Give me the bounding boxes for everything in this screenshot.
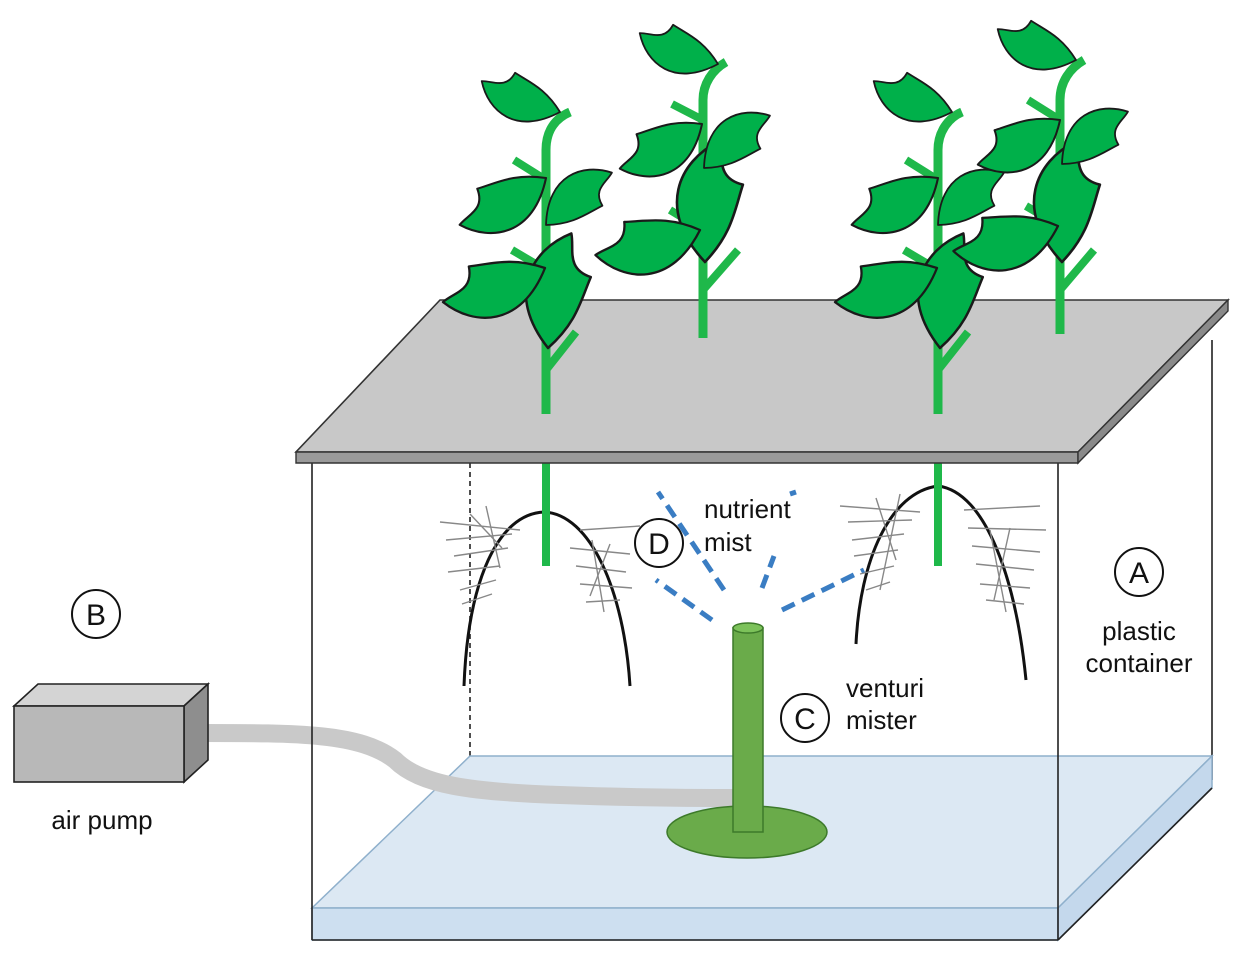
plant-4 xyxy=(951,6,1130,334)
plant-2 xyxy=(593,10,773,338)
label-a: A plastic container xyxy=(1086,547,1193,678)
label-d-circle xyxy=(634,518,684,568)
label-d: D nutrient mist xyxy=(634,494,791,568)
plant-3 xyxy=(833,58,1009,414)
label-b-circle xyxy=(71,589,121,639)
roots-left xyxy=(439,505,641,687)
label-b-text: air pump xyxy=(51,805,152,835)
label-d-letter: D xyxy=(648,528,670,561)
stems-below-lid xyxy=(542,462,942,566)
label-a-line2: container xyxy=(1086,648,1193,678)
label-b-letter: B xyxy=(86,599,106,632)
venturi-mister xyxy=(666,622,828,859)
container-lid xyxy=(294,298,1230,465)
label-c-letter: C xyxy=(794,703,816,736)
nutrient-mist xyxy=(654,489,866,623)
label-a-line1: plastic xyxy=(1102,616,1176,646)
label-c-circle xyxy=(780,693,830,743)
label-c-line1: venturi xyxy=(846,673,924,703)
label-a-letter: A xyxy=(1129,557,1149,590)
air-pump xyxy=(11,682,211,784)
label-d-line1: nutrient xyxy=(704,494,791,524)
label-d-line2: mist xyxy=(704,527,752,557)
label-b: B air pump xyxy=(51,589,153,835)
container-front xyxy=(311,463,1213,941)
roots-right xyxy=(839,484,1047,681)
label-c-line2: mister xyxy=(846,705,917,735)
air-tube xyxy=(191,724,749,807)
label-a-circle xyxy=(1114,547,1164,597)
plant-1 xyxy=(441,58,617,414)
label-c: C venturi mister xyxy=(780,673,924,743)
